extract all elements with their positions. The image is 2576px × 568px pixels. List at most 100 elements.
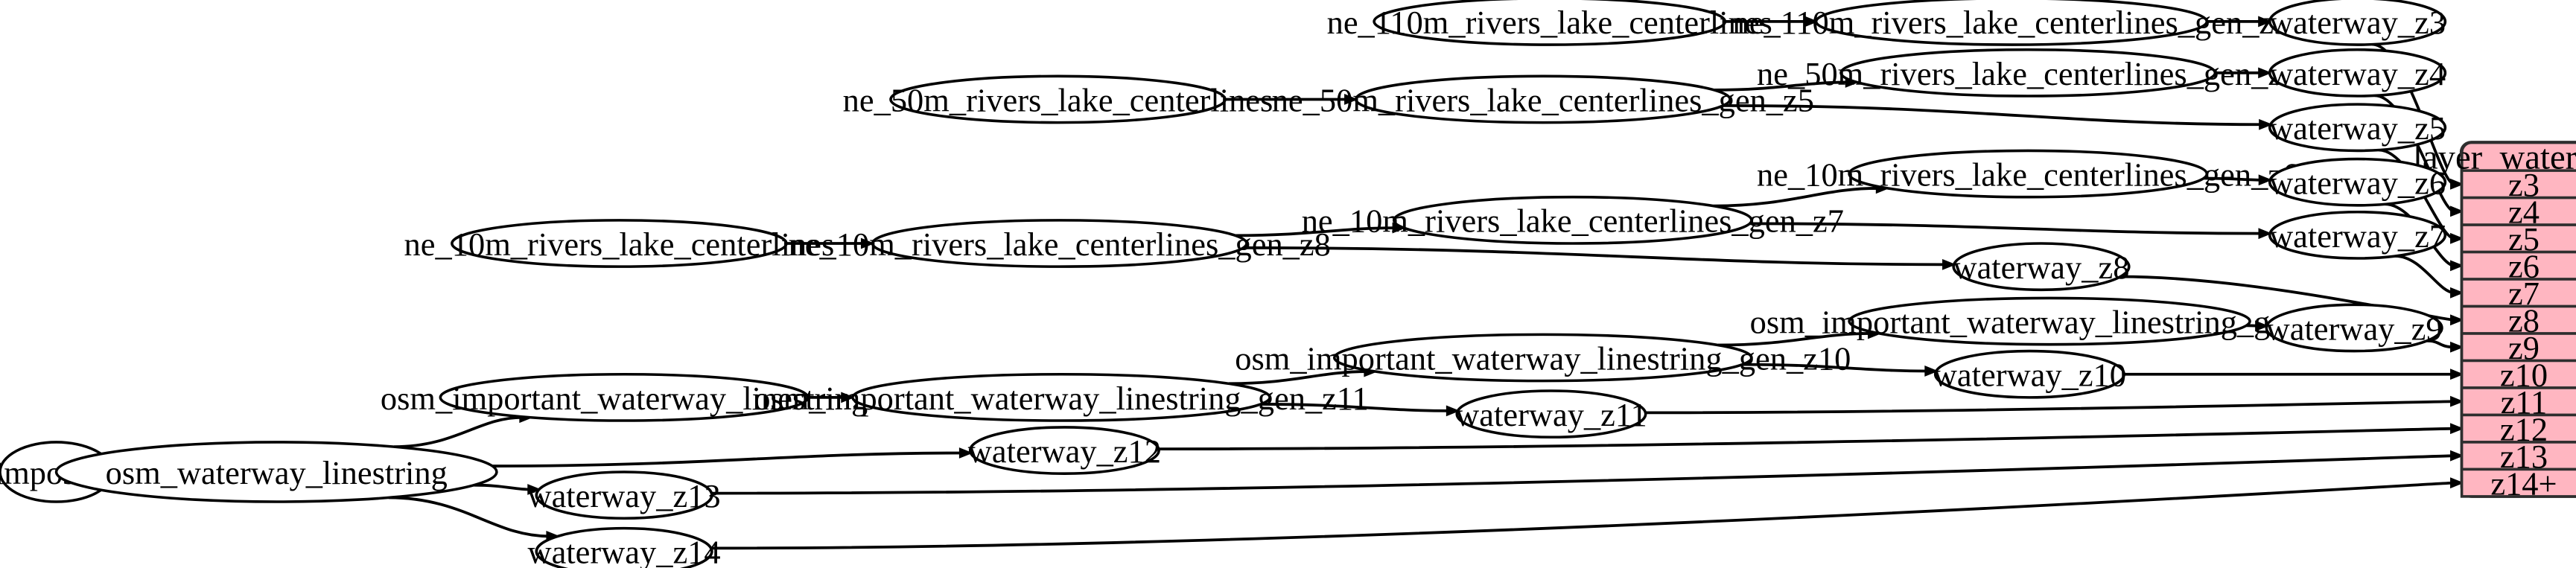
nodes-layer: imposm3osm_waterway_linestringosm_import… bbox=[0, 0, 2447, 568]
node-label: ne_110m_rivers_lake_centerlines bbox=[1327, 4, 1772, 41]
node-ne_10m_rivers_lake_centerlines_gen_z6[interactable]: ne_10m_rivers_lake_centerlines_gen_z6 bbox=[1757, 149, 2299, 199]
node-ne_110m_rivers_lake_centerlines[interactable]: ne_110m_rivers_lake_centerlines bbox=[1327, 0, 1772, 46]
node-waterway_z3[interactable]: waterway_z3 bbox=[2268, 0, 2447, 46]
node-label: ne_10m_rivers_lake_centerlines_gen_z7 bbox=[1302, 202, 1844, 240]
edge-ne_10m_rivers_lake_centerlines_gen_z8-to-ne_10m_rivers_lake_centerlines_gen_z7 bbox=[1235, 226, 1396, 237]
edge-osm_waterway_linestring-to-osm_important_waterway_linestring bbox=[394, 415, 523, 449]
edge-ne_10m_rivers_lake_centerlines_gen_z6-to-waterway_z6 bbox=[2203, 176, 2262, 182]
node-shape bbox=[1332, 333, 1753, 383]
node-shape bbox=[1354, 74, 1731, 124]
table-row-z10[interactable] bbox=[2460, 359, 2576, 389]
edge-arrowhead bbox=[1924, 366, 1939, 377]
node-waterway_z5[interactable]: waterway_z5 bbox=[2268, 103, 2447, 153]
edge-arrowhead bbox=[2258, 16, 2272, 28]
node-waterway_z7[interactable]: waterway_z7 bbox=[2268, 210, 2447, 260]
node-waterway_z4[interactable]: waterway_z4 bbox=[2268, 48, 2447, 98]
node-label: waterway_z12 bbox=[968, 433, 1161, 470]
node-label: osm_important_waterway_linestring bbox=[381, 380, 868, 417]
edge-arrowhead bbox=[2450, 450, 2464, 462]
node-label: ne_10m_rivers_lake_centerlines_gen_z6 bbox=[1757, 156, 2299, 193]
node-label: waterway_z8 bbox=[1953, 249, 2129, 286]
node-shape bbox=[1392, 195, 1753, 245]
node-ne_10m_rivers_lake_centerlines_gen_z7[interactable]: ne_10m_rivers_lake_centerlines_gen_z7 bbox=[1302, 195, 1844, 245]
node-waterway_z14[interactable]: waterway_z14 bbox=[527, 526, 721, 568]
table-top-border bbox=[2459, 141, 2576, 156]
edge-arrowhead bbox=[1344, 94, 1358, 105]
node-label: waterway_z3 bbox=[2269, 4, 2446, 41]
node-shape bbox=[54, 441, 498, 503]
node-ne_50m_rivers_lake_centerlines[interactable]: ne_50m_rivers_lake_centerlines bbox=[843, 74, 1273, 124]
node-waterway_z13[interactable]: waterway_z13 bbox=[527, 470, 721, 520]
edge-arrowhead bbox=[2450, 232, 2464, 244]
edge-arrowhead bbox=[2450, 260, 2464, 272]
edge-waterway_z7-to-layer_waterway-z7 bbox=[2395, 255, 2455, 295]
edge-ne_10m_rivers_lake_centerlines_gen_z7-to-ne_10m_rivers_lake_centerlines_gen_z6 bbox=[1713, 186, 1879, 208]
edge-arrowhead bbox=[1942, 258, 1956, 270]
node-shape bbox=[968, 426, 1160, 475]
edge-arrowhead bbox=[2450, 314, 2464, 326]
edge-arrowhead bbox=[841, 392, 855, 403]
edge-osm_important_waterway_linestring_gen_z10-to-waterway_z10 bbox=[1742, 363, 1928, 373]
edge-arrowhead bbox=[1804, 16, 1819, 28]
edge-waterway_z8-to-layer_waterway-z8 bbox=[2120, 275, 2455, 322]
node-osm_important_waterway_linestring_gen_z10[interactable]: osm_important_waterway_linestring_gen_z1… bbox=[1235, 333, 1851, 383]
node-label: waterway_z14 bbox=[527, 534, 720, 568]
edge-arrowhead bbox=[2258, 174, 2273, 186]
edge-arrowhead bbox=[860, 237, 875, 249]
node-label: ne_10m_rivers_lake_centerlines_gen_z8 bbox=[789, 226, 1331, 263]
edge-arrowhead bbox=[527, 484, 541, 495]
node-shape bbox=[889, 74, 1227, 124]
node-waterway_z12[interactable]: waterway_z12 bbox=[968, 426, 1161, 475]
node-waterway_z10[interactable]: waterway_z10 bbox=[1933, 349, 2126, 399]
edge-arrowhead bbox=[2450, 341, 2464, 353]
table-row-z6[interactable] bbox=[2460, 250, 2576, 281]
edge-osm_waterway_linestring-to-waterway_z12 bbox=[492, 451, 962, 468]
node-label: ne_10m_rivers_lake_centerlines bbox=[404, 226, 835, 263]
edge-waterway_z12-to-layer_waterway-z12 bbox=[1158, 427, 2455, 450]
node-ne_50m_rivers_lake_centerlines_gen_z4[interactable]: ne_50m_rivers_lake_centerlines_gen_z4 bbox=[1757, 48, 2299, 98]
node-shape bbox=[439, 372, 810, 422]
node-osm_important_waterway_linestring_gen_z11[interactable]: osm_important_waterway_linestring_gen_z1… bbox=[754, 372, 1369, 422]
node-ne_50m_rivers_lake_centerlines_gen_z5[interactable]: ne_50m_rivers_lake_centerlines_gen_z5 bbox=[1272, 74, 1814, 124]
node-ne_10m_rivers_lake_centerlines[interactable]: ne_10m_rivers_lake_centerlines bbox=[404, 219, 835, 268]
node-shape bbox=[2268, 48, 2447, 98]
edge-arrowhead bbox=[2255, 320, 2269, 332]
edge-waterway_z13-to-layer_waterway-z13 bbox=[711, 454, 2455, 495]
node-osm_important_waterway_linestring_gen_z9[interactable]: osm_important_waterway_linestring_gen_z9 bbox=[1750, 296, 2350, 346]
edge-osm_important_waterway_linestring_gen_z10-to-osm_important_waterway_linestring_gen_z9 bbox=[1718, 332, 1871, 347]
edge-ne_50m_rivers_lake_centerlines_gen_z5-to-waterway_z5 bbox=[1723, 103, 2262, 127]
table-row-z14plus[interactable] bbox=[2460, 468, 2576, 498]
node-label: waterway_z7 bbox=[2269, 217, 2446, 255]
edge-arrowhead bbox=[2259, 118, 2273, 130]
node-ne_10m_rivers_lake_centerlines_gen_z8[interactable]: ne_10m_rivers_lake_centerlines_gen_z8 bbox=[789, 219, 1331, 268]
node-waterway_z11[interactable]: waterway_z11 bbox=[1455, 389, 1647, 439]
edge-arrowhead bbox=[1446, 405, 1460, 417]
node-waterway_z9[interactable]: waterway_z9 bbox=[2265, 303, 2443, 353]
node-label: osm_waterway_linestring bbox=[106, 454, 448, 491]
node-osm_important_waterway_linestring[interactable]: osm_important_waterway_linestring bbox=[381, 372, 868, 422]
node-waterway_z6[interactable]: waterway_z6 bbox=[2268, 157, 2447, 207]
node-waterway_z8[interactable]: waterway_z8 bbox=[1952, 242, 2131, 292]
node-shape bbox=[2265, 303, 2443, 353]
node-shape bbox=[1933, 349, 2125, 399]
node-shape bbox=[1848, 296, 2251, 346]
node-label: waterway_z11 bbox=[1455, 396, 1647, 433]
edge-osm_important_waterway_linestring_gen_z11-to-waterway_z11 bbox=[1260, 403, 1449, 412]
node-ne_110m_rivers_lake_centerlines_gen_z3[interactable]: ne_110m_rivers_lake_centerlines_gen_z3 bbox=[1733, 0, 2291, 46]
edge-waterway_z4-to-layer_waterway-z4 bbox=[2374, 94, 2455, 213]
edge-osm_waterway_linestring-to-waterway_z14 bbox=[388, 496, 550, 538]
edge-osm_important_waterway_linestring_gen_z11-to-osm_important_waterway_linestring_gen_z10 bbox=[1228, 370, 1367, 386]
table-row-z11[interactable] bbox=[2460, 386, 2576, 417]
edge-osm_waterway_linestring-to-waterway_z13 bbox=[474, 483, 531, 491]
node-shape bbox=[2268, 210, 2447, 260]
node-label: waterway_z5 bbox=[2269, 109, 2446, 147]
node-shape bbox=[1848, 149, 2209, 199]
node-shape bbox=[2268, 157, 2447, 207]
node-label: ne_50m_rivers_lake_centerlines_gen_z5 bbox=[1272, 81, 1814, 118]
node-osm_waterway_linestring[interactable]: osm_waterway_linestring bbox=[54, 441, 498, 503]
node-shape bbox=[2268, 103, 2447, 153]
layer-waterway-table[interactable]: layer_waterwayz3z4z5z6z7z8z9z10z11z12z13… bbox=[2413, 138, 2576, 502]
node-label: waterway_z6 bbox=[2269, 165, 2446, 202]
